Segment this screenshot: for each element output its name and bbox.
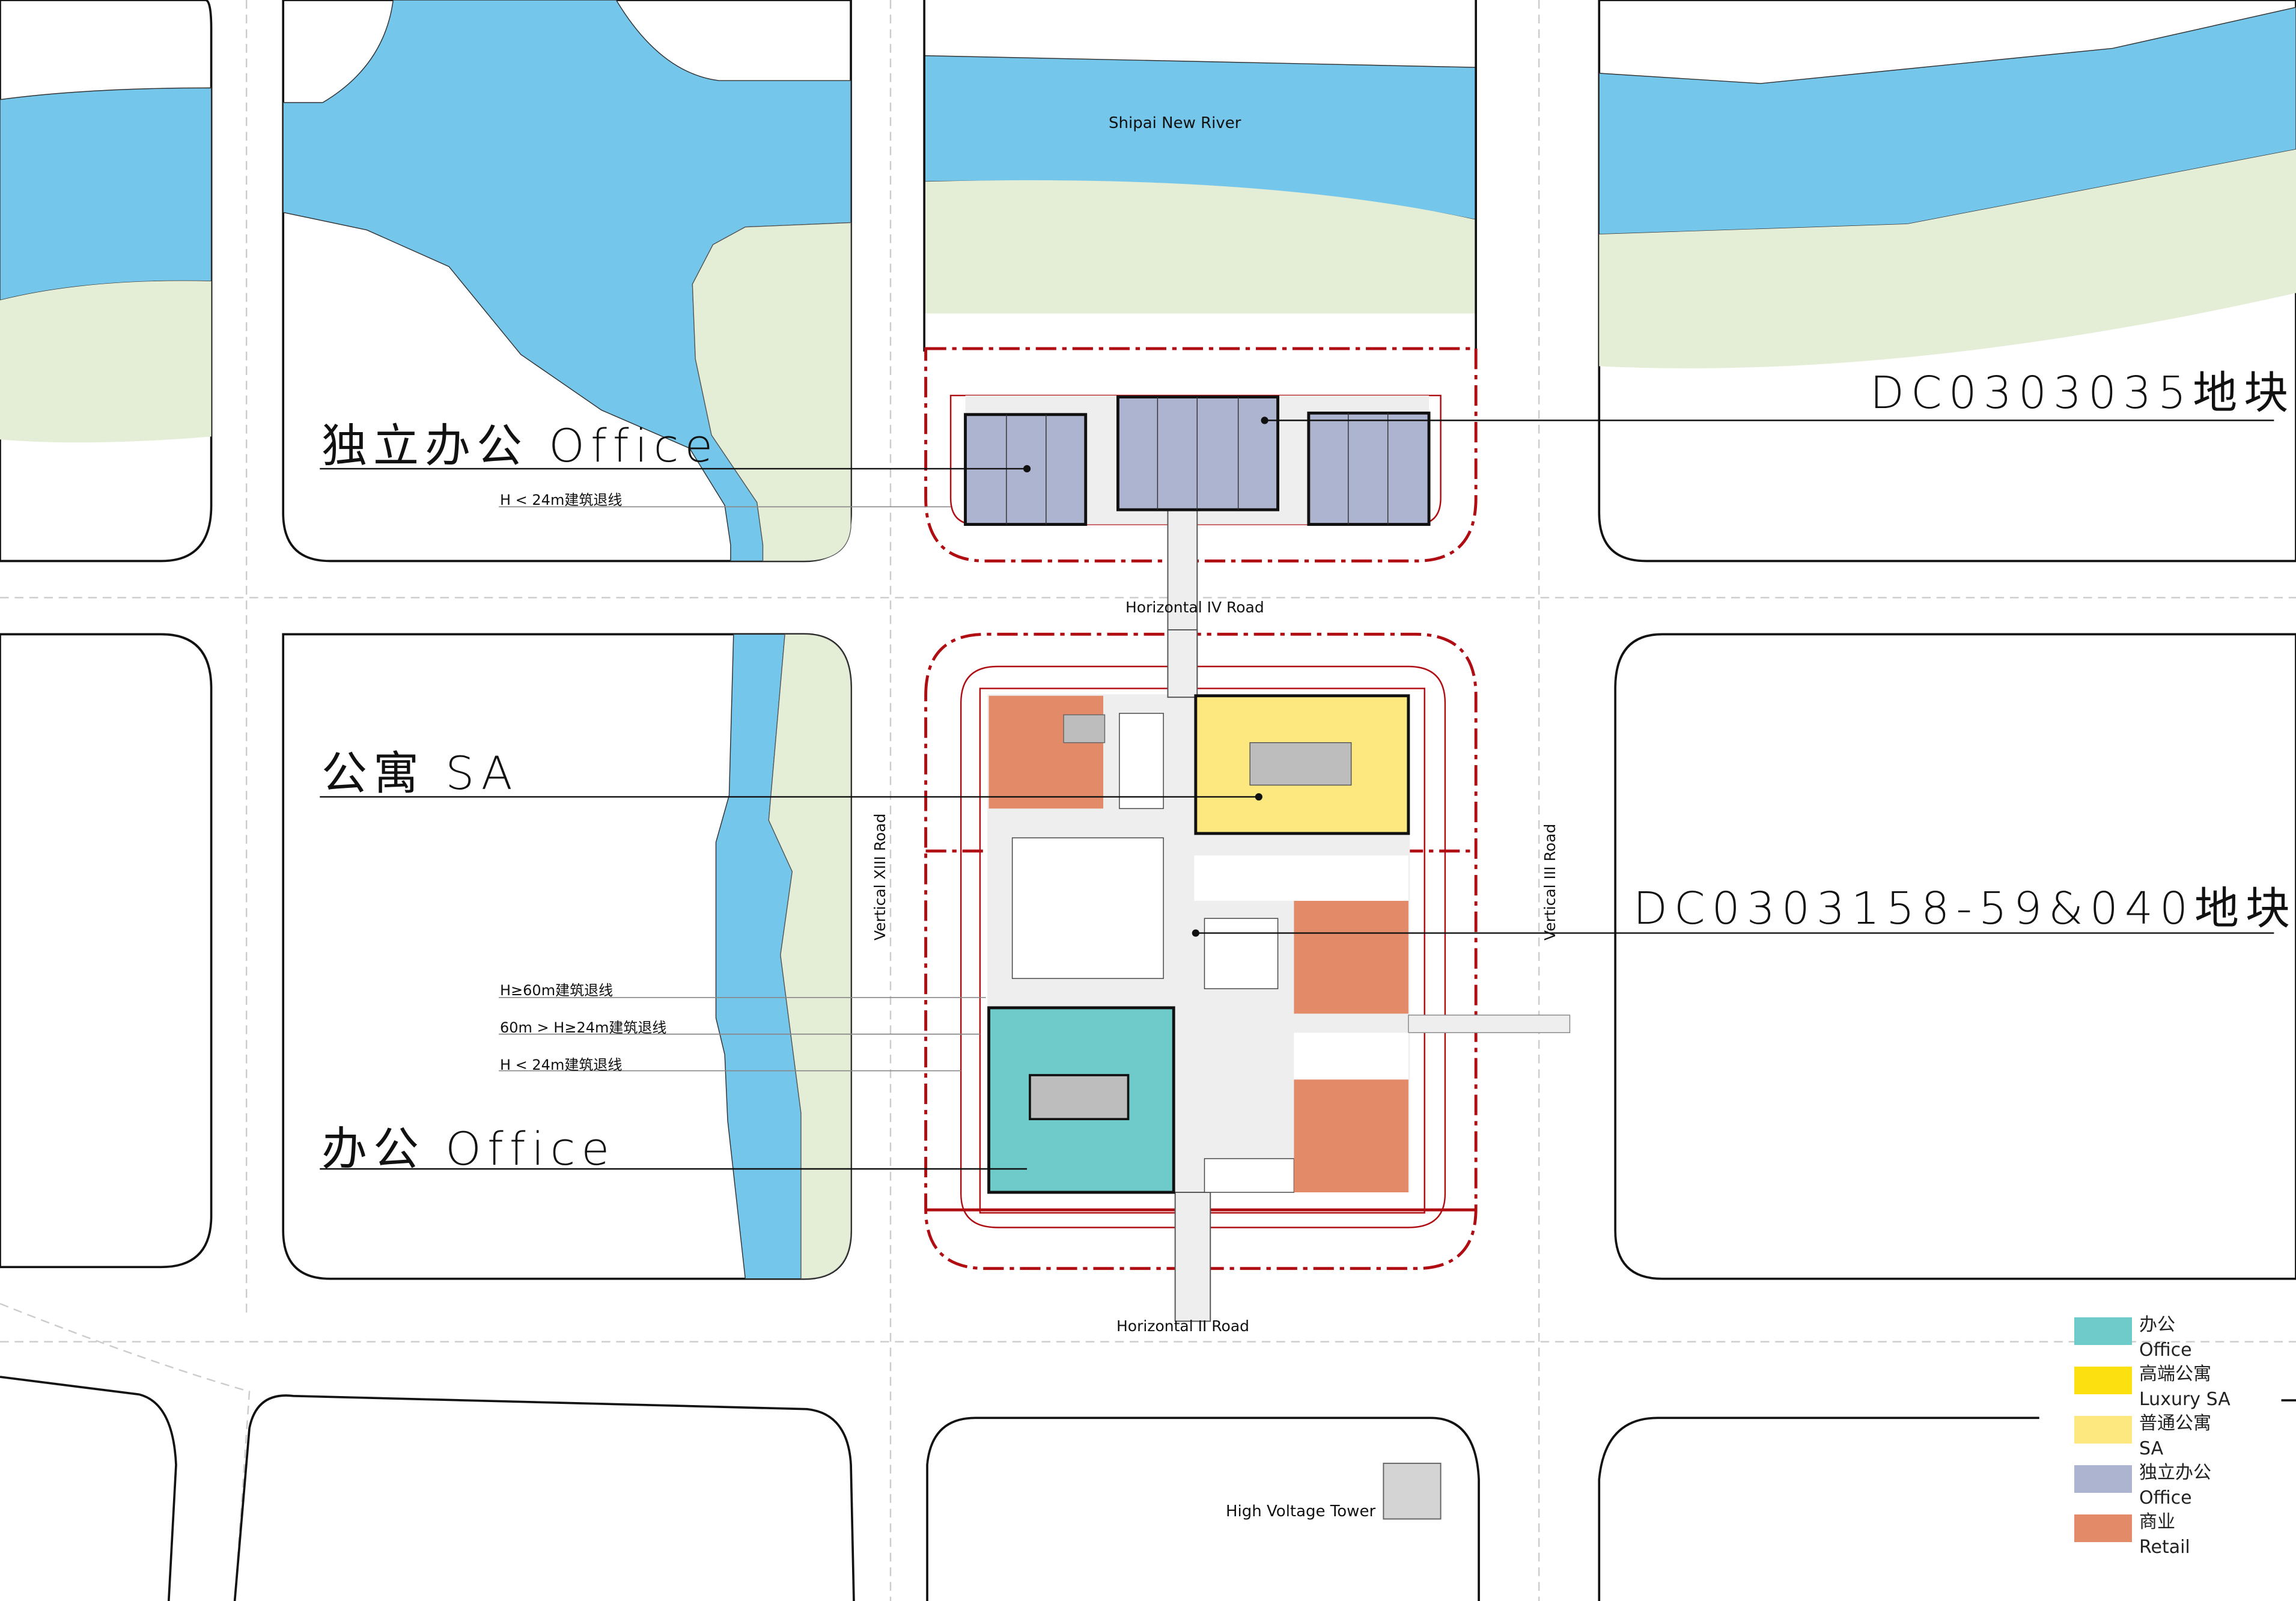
legend-en: SA [2139, 1438, 2164, 1459]
block-top-center [923, 0, 1478, 686]
legend-item-sa: 普通公寓 SA [2074, 1409, 2267, 1459]
plot-code-north: DC0303035地块 [1870, 367, 2295, 419]
legend-swatch-office [2074, 1317, 2132, 1345]
legend-item-luxury-sa: 高端公寓 Luxury SA [2074, 1359, 2267, 1410]
legend-en: Office [2139, 1340, 2192, 1361]
legend-en: Office [2139, 1487, 2192, 1508]
high-voltage-tower-marker [1383, 1462, 1442, 1520]
plot-code-south: DC0303158-59&040地块 [1633, 883, 2296, 935]
callout-office: 办公 Office [321, 1122, 616, 1176]
river-label: Shipai New River [1109, 114, 1241, 132]
legend-zh: 商业 [2139, 1511, 2175, 1532]
road-label-horizontal-iv: Horizontal IV Road [1125, 599, 1264, 616]
callout-independent-office: 独立办公 Office [321, 419, 719, 472]
high-voltage-tower-label: High Voltage Tower [1226, 1502, 1376, 1520]
bottom-blocks [0, 1376, 2039, 1601]
setback-label-north-lt24: H < 24m建筑退线 [500, 492, 623, 508]
legend-zh: 独立办公 [2139, 1462, 2211, 1483]
road-label-horizontal-ii: Horizontal II Road [1116, 1317, 1250, 1335]
legend-zh: 办公 [2139, 1314, 2175, 1335]
legend-swatch-retail [2074, 1514, 2132, 1542]
callout-apartment: 公寓 SA [321, 746, 519, 800]
legend: 办公 Office 高端公寓 Luxury SA 普通公寓 SA 独立办公 Office… [2074, 1310, 2267, 1558]
block-middle-center-left [282, 633, 852, 1280]
setback-label-ge60: H≥60m建筑退线 [500, 982, 614, 999]
legend-item-office: 办公 Office [2074, 1310, 2267, 1361]
road-label-vertical-iii: Vertical III Road [1541, 823, 1559, 941]
road-label-vertical-xiii: Vertical XIII Road [871, 813, 889, 941]
legend-swatch-sa [2074, 1416, 2132, 1444]
setback-label-south-lt24: H < 24m建筑退线 [500, 1057, 623, 1073]
legend-en: Retail [2139, 1537, 2190, 1558]
block-top-left [0, 0, 213, 563]
legend-item-independent-office: 独立办公 Office [2074, 1458, 2267, 1508]
block-top-center-left [282, 0, 852, 563]
legend-zh: 高端公寓 [2139, 1364, 2211, 1385]
block-middle-right [1614, 633, 2296, 1280]
block-top-right [1598, 0, 2296, 563]
legend-en: Luxury SA [2139, 1389, 2231, 1410]
setback-label-24-60: 60m > H≥24m建筑退线 [500, 1019, 667, 1036]
legend-item-retail: 商业 Retail [2074, 1507, 2267, 1558]
legend-zh: 普通公寓 [2139, 1413, 2211, 1434]
block-middle-left [0, 633, 213, 1269]
block-middle-center [924, 629, 1571, 1322]
legend-swatch-independent-office [2074, 1465, 2132, 1493]
legend-swatch-luxury-sa [2074, 1367, 2132, 1394]
